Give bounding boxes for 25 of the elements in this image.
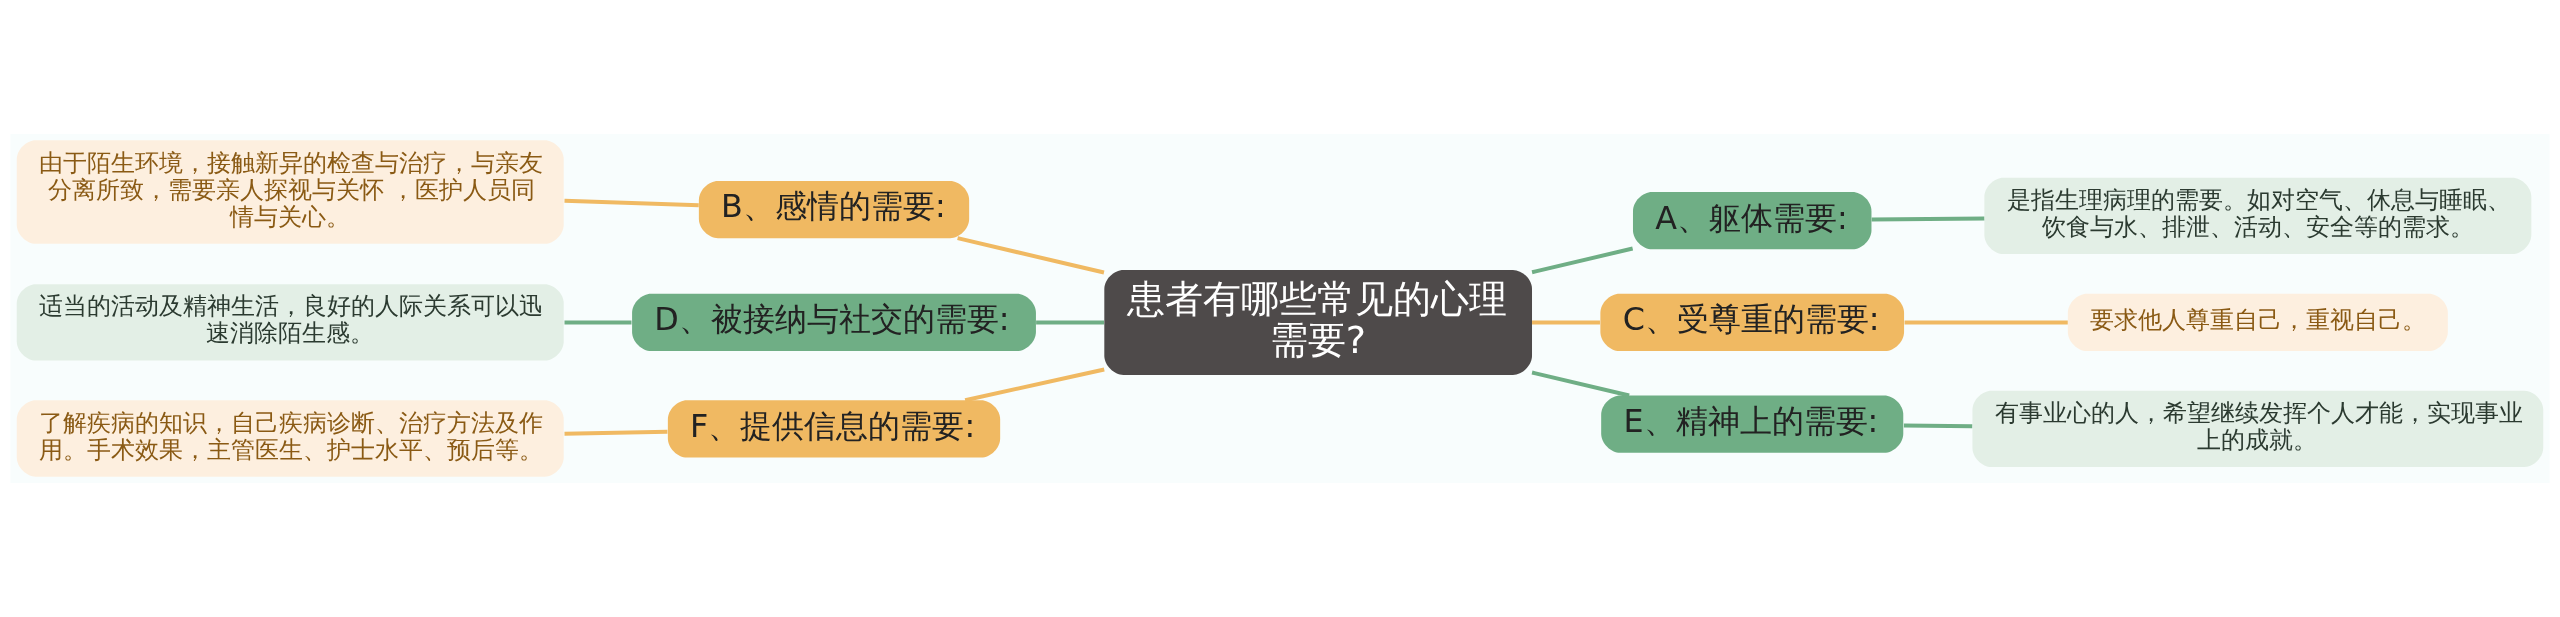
connector (1904, 320, 2068, 325)
connector (1532, 320, 1600, 325)
node-box: E、精神上的需要: (1601, 395, 1904, 453)
connector (1903, 423, 1973, 429)
connector (964, 367, 1105, 403)
connector (564, 429, 668, 436)
node-box: 适当的活动及精神生活，良好的人际关系可以迅速消除陌生感。 (16, 284, 564, 361)
connector (1531, 370, 1630, 398)
node-box: 是指生理病理的需要。如对空气、休息与睡眠、饮食与水、排泄、活动、安全等的需求。 (1984, 177, 2532, 255)
connector (564, 198, 699, 208)
node-box: B、感情的需要: (698, 180, 970, 239)
connector (1531, 246, 1634, 275)
node-box: 由于陌生环境，接触新异的检查与治疗，与亲友分离所致，需要亲人探视与关怀 ，医护人员同情与关心。 (16, 140, 564, 244)
connector (957, 236, 1105, 275)
node-box: 了解疾病的知识，自己疾病诊断、治疗方法及作用。手术效果，主管医生、护士水平、预后等。 (16, 400, 564, 477)
node-box: D、被接纳与社交的需要: (632, 293, 1036, 352)
node-box: 要求他人尊重自己，重视自己。 (2067, 293, 2448, 352)
node-box: C、受尊重的需要: (1600, 293, 1905, 352)
node-box: A、躯体需要: (1632, 192, 1872, 250)
connector (1871, 216, 1985, 222)
connector (1036, 320, 1104, 325)
node-box: F、提供信息的需要: (667, 400, 1001, 458)
connector (564, 320, 632, 325)
node-box: 患者有哪些常见的心理需要? (1104, 269, 1532, 375)
node-box: 有事业心的人，希望继续发挥个人才能，实现事业上的成就。 (1972, 390, 2544, 468)
